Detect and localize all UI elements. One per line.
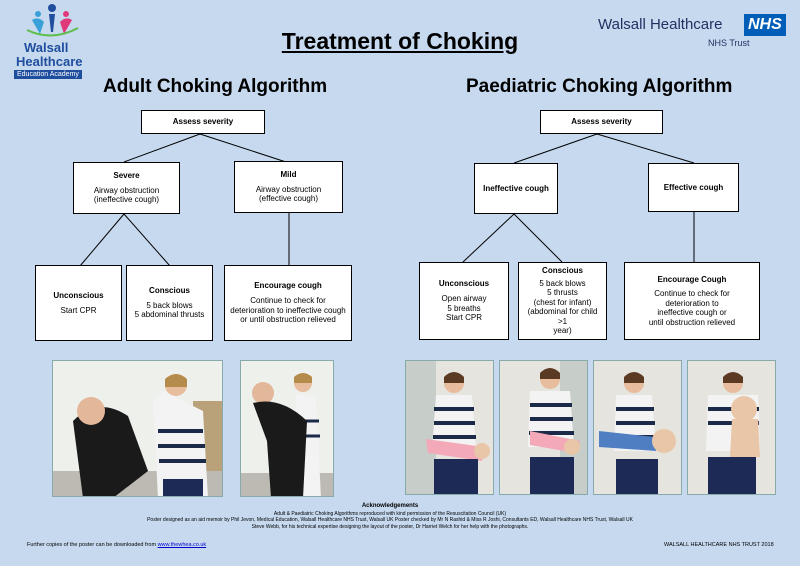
adult-assess-severity: Assess severity [141,110,265,134]
logo-line-2: Healthcare [16,54,83,69]
adult-severe-box: Severe Airway obstruction (ineffective c… [73,162,180,214]
logo-line-1: Walsall [24,40,69,55]
paed-assess-severity: Assess severity [540,110,663,134]
adult-heading: Adult Choking Algorithm [103,76,328,97]
nhs-trust-logo: Walsall Healthcare NHS NHS Trust [598,14,796,54]
footer-trust-year: WALSALL HEALTHCARE NHS TRUST 2018 [664,542,774,548]
paed-effective-box: Effective cough [648,163,739,212]
ack-line: Adult & Paediatric Choking Algorithms re… [273,510,507,517]
paed-conscious-box: Conscious 5 back blows 5 thrusts (chest … [518,262,607,340]
trust-label: NHS Trust [708,38,750,48]
footer-download-text: Further copies of the poster can be down… [27,542,157,548]
footer-download: Further copies of the poster can be down… [27,542,206,548]
poster-title: Treatment of Choking [281,28,519,54]
walsall-academy-logo: Walsall Healthcare Education Academy [10,2,95,82]
photo-adult-abdominal-thrusts [240,360,334,497]
photo-child-back-blows [593,360,682,495]
photo-child-abdominal-thrusts [687,360,776,495]
download-link[interactable]: www.thewhea.co.uk [157,542,207,548]
adult-unconscious-box: Unconscious Start CPR [35,265,122,341]
photo-adult-back-blows [52,360,223,497]
ack-heading: Acknowledgements [361,503,419,509]
ack-line: Steve Webb, for his technical expertise … [251,523,529,530]
adult-mild-box: Mild Airway obstruction (effective cough… [234,161,343,213]
photo-infant-back-blows [405,360,494,495]
photo-infant-chest-thrusts [499,360,588,495]
adult-encourage-box: Encourage cough Continue to check for de… [224,265,352,341]
logo-line-3: Education Academy [14,70,82,79]
nhs-badge: NHS [744,14,786,36]
trust-name: Walsall Healthcare [598,16,723,33]
paed-ineffective-box: Ineffective cough [474,163,558,214]
paed-heading: Paediatric Choking Algorithm [466,76,733,97]
paed-encourage-box: Encourage Cough Continue to check for de… [624,262,760,340]
paed-unconscious-box: Unconscious Open airway 5 breaths Start … [419,262,509,340]
adult-conscious-box: Conscious 5 back blows 5 abdominal thrus… [126,265,213,341]
ack-line: Poster designed as an aid memoir by Phil… [147,517,633,524]
people-logo-icon [26,4,79,37]
acknowledgements: Acknowledgements Adult & Paediatric Chok… [90,503,690,530]
